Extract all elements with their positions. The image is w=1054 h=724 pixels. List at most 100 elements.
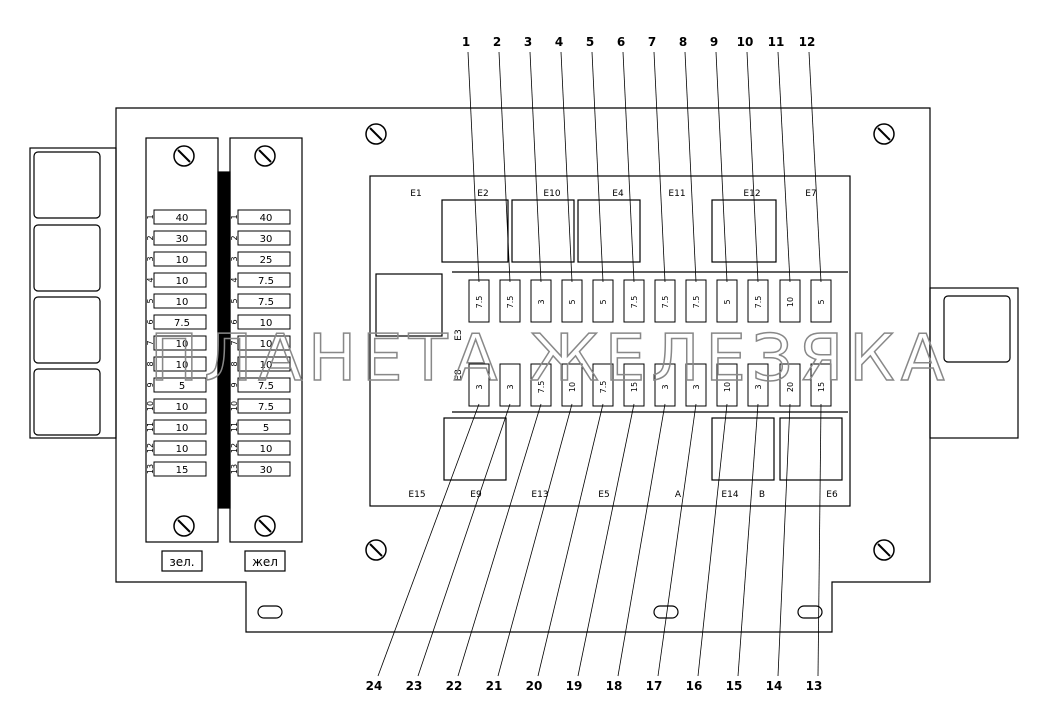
fuse-bottom-rating: 3 [692, 384, 701, 389]
callout-label: 12 [799, 35, 816, 49]
relay-label: E5 [598, 490, 609, 500]
fuse-top-rating: 5 [599, 299, 608, 304]
mounting-plate [115, 107, 931, 633]
callout-leader [777, 51, 791, 283]
strip-fuse-value: 10 [176, 423, 189, 434]
fuse-top-rating: 7.5 [754, 296, 763, 309]
strip-fuse-index: 8 [230, 361, 239, 366]
strip-fuse [237, 419, 291, 435]
strip-fuse-index: 1 [146, 214, 155, 219]
strip-fuse [237, 335, 291, 351]
callout-leader [577, 403, 635, 677]
left-connector-4 [33, 368, 101, 436]
callout-label: 21 [486, 679, 503, 693]
callout-leader [560, 51, 573, 283]
strip-fuse-index: 10 [230, 401, 239, 411]
left-connector-2 [33, 224, 101, 292]
screw-slot [177, 149, 191, 163]
strip-fuse-value: 10 [260, 444, 273, 455]
fuse-top-rating: 5 [817, 299, 826, 304]
callout-leader [697, 403, 728, 677]
strip-fuse-index: 13 [146, 464, 155, 474]
callout-leader [657, 403, 697, 677]
callout-label: 24 [366, 679, 383, 693]
strip-fuse [237, 251, 291, 267]
callout-label: 10 [737, 35, 754, 49]
fuse-top-rating: 7.5 [692, 296, 701, 309]
strip-fuse-index: 6 [230, 319, 239, 324]
fuse-top-rating: 3 [537, 299, 546, 304]
relay-label: E10 [543, 189, 560, 199]
strip-fuse-index: 12 [146, 443, 155, 453]
strip-fuse-value: 10 [176, 360, 189, 371]
strip-fuse-value: 30 [176, 234, 189, 245]
strip-fuse-index: 7 [146, 340, 155, 345]
strip-fuse-value: 40 [260, 213, 273, 224]
side-mark: E8 [454, 369, 464, 381]
fuse-top-rating: 7.5 [661, 296, 670, 309]
relay-label: E13 [531, 490, 548, 500]
strip-fuse-index: 2 [146, 235, 155, 240]
callout-label: 16 [686, 679, 703, 693]
strip-fuse [237, 272, 291, 288]
strip-fuse [153, 314, 207, 330]
callout-leader [457, 403, 542, 677]
strip-fuse-value: 5 [179, 381, 185, 392]
strip-fuse-index: 5 [146, 298, 155, 303]
strip-fuse [237, 314, 291, 330]
relay-label: A [675, 490, 682, 500]
relay-label: B [759, 490, 765, 500]
strip-fuse [153, 398, 207, 414]
callout-label: 9 [710, 35, 718, 49]
callout-label: 17 [646, 679, 663, 693]
strip-fuse-index: 9 [146, 382, 155, 387]
callout-label: 7 [648, 35, 656, 49]
strip-fuse-value: 7.5 [258, 276, 274, 287]
strip-fuse [153, 419, 207, 435]
callout-label: 8 [679, 35, 687, 49]
callout-leader [377, 403, 480, 677]
strip-fuse [153, 440, 207, 456]
strip-fuse-value: 10 [176, 276, 189, 287]
screw-slot [177, 519, 191, 533]
fuse-top-rating: 7.5 [475, 296, 484, 309]
strip-fuse-index: 9 [230, 382, 239, 387]
callout-leader [622, 51, 635, 283]
callout-leader [817, 403, 822, 677]
callout-leader [746, 51, 759, 283]
fuse-bottom [499, 363, 521, 407]
strip-fuse [237, 356, 291, 372]
strip-fuse [153, 356, 207, 372]
fuse-bottom [468, 363, 490, 407]
side-mark: E3 [454, 329, 464, 340]
relay-label: E4 [612, 189, 624, 199]
strip-fuse [237, 377, 291, 393]
strip-fuse-value: 7.5 [258, 381, 274, 392]
strip-fuse-value: 5 [263, 423, 269, 434]
strip-fuse [237, 461, 291, 477]
strip-fuse-value: 15 [176, 465, 189, 476]
callout-label: 4 [555, 35, 563, 49]
strip-fuse [237, 230, 291, 246]
callout-label: 15 [726, 679, 743, 693]
left-connector-3 [33, 296, 101, 364]
callout-label: 11 [768, 35, 785, 49]
callout-label: 18 [606, 679, 623, 693]
fuse-bottom-rating: 3 [506, 384, 515, 389]
fuse-panel [369, 175, 851, 507]
strip-fuse-index: 2 [230, 235, 239, 240]
strip-fuse [237, 398, 291, 414]
strip-fuse-value: 30 [260, 465, 273, 476]
right-connector-housing [929, 287, 1019, 439]
fuse-bottom-rating: 15 [630, 382, 639, 392]
left-strip-tag: зел. [169, 555, 194, 569]
strip-fuse-value: 10 [176, 402, 189, 413]
fuse-top-rating: 7.5 [506, 296, 515, 309]
strip-fuse-value: 10 [176, 339, 189, 350]
callout-label: 3 [524, 35, 532, 49]
callout-label: 20 [526, 679, 543, 693]
screw-slot [258, 519, 272, 533]
fuse-bottom-rating: 10 [568, 382, 577, 392]
callout-leader [777, 403, 791, 677]
